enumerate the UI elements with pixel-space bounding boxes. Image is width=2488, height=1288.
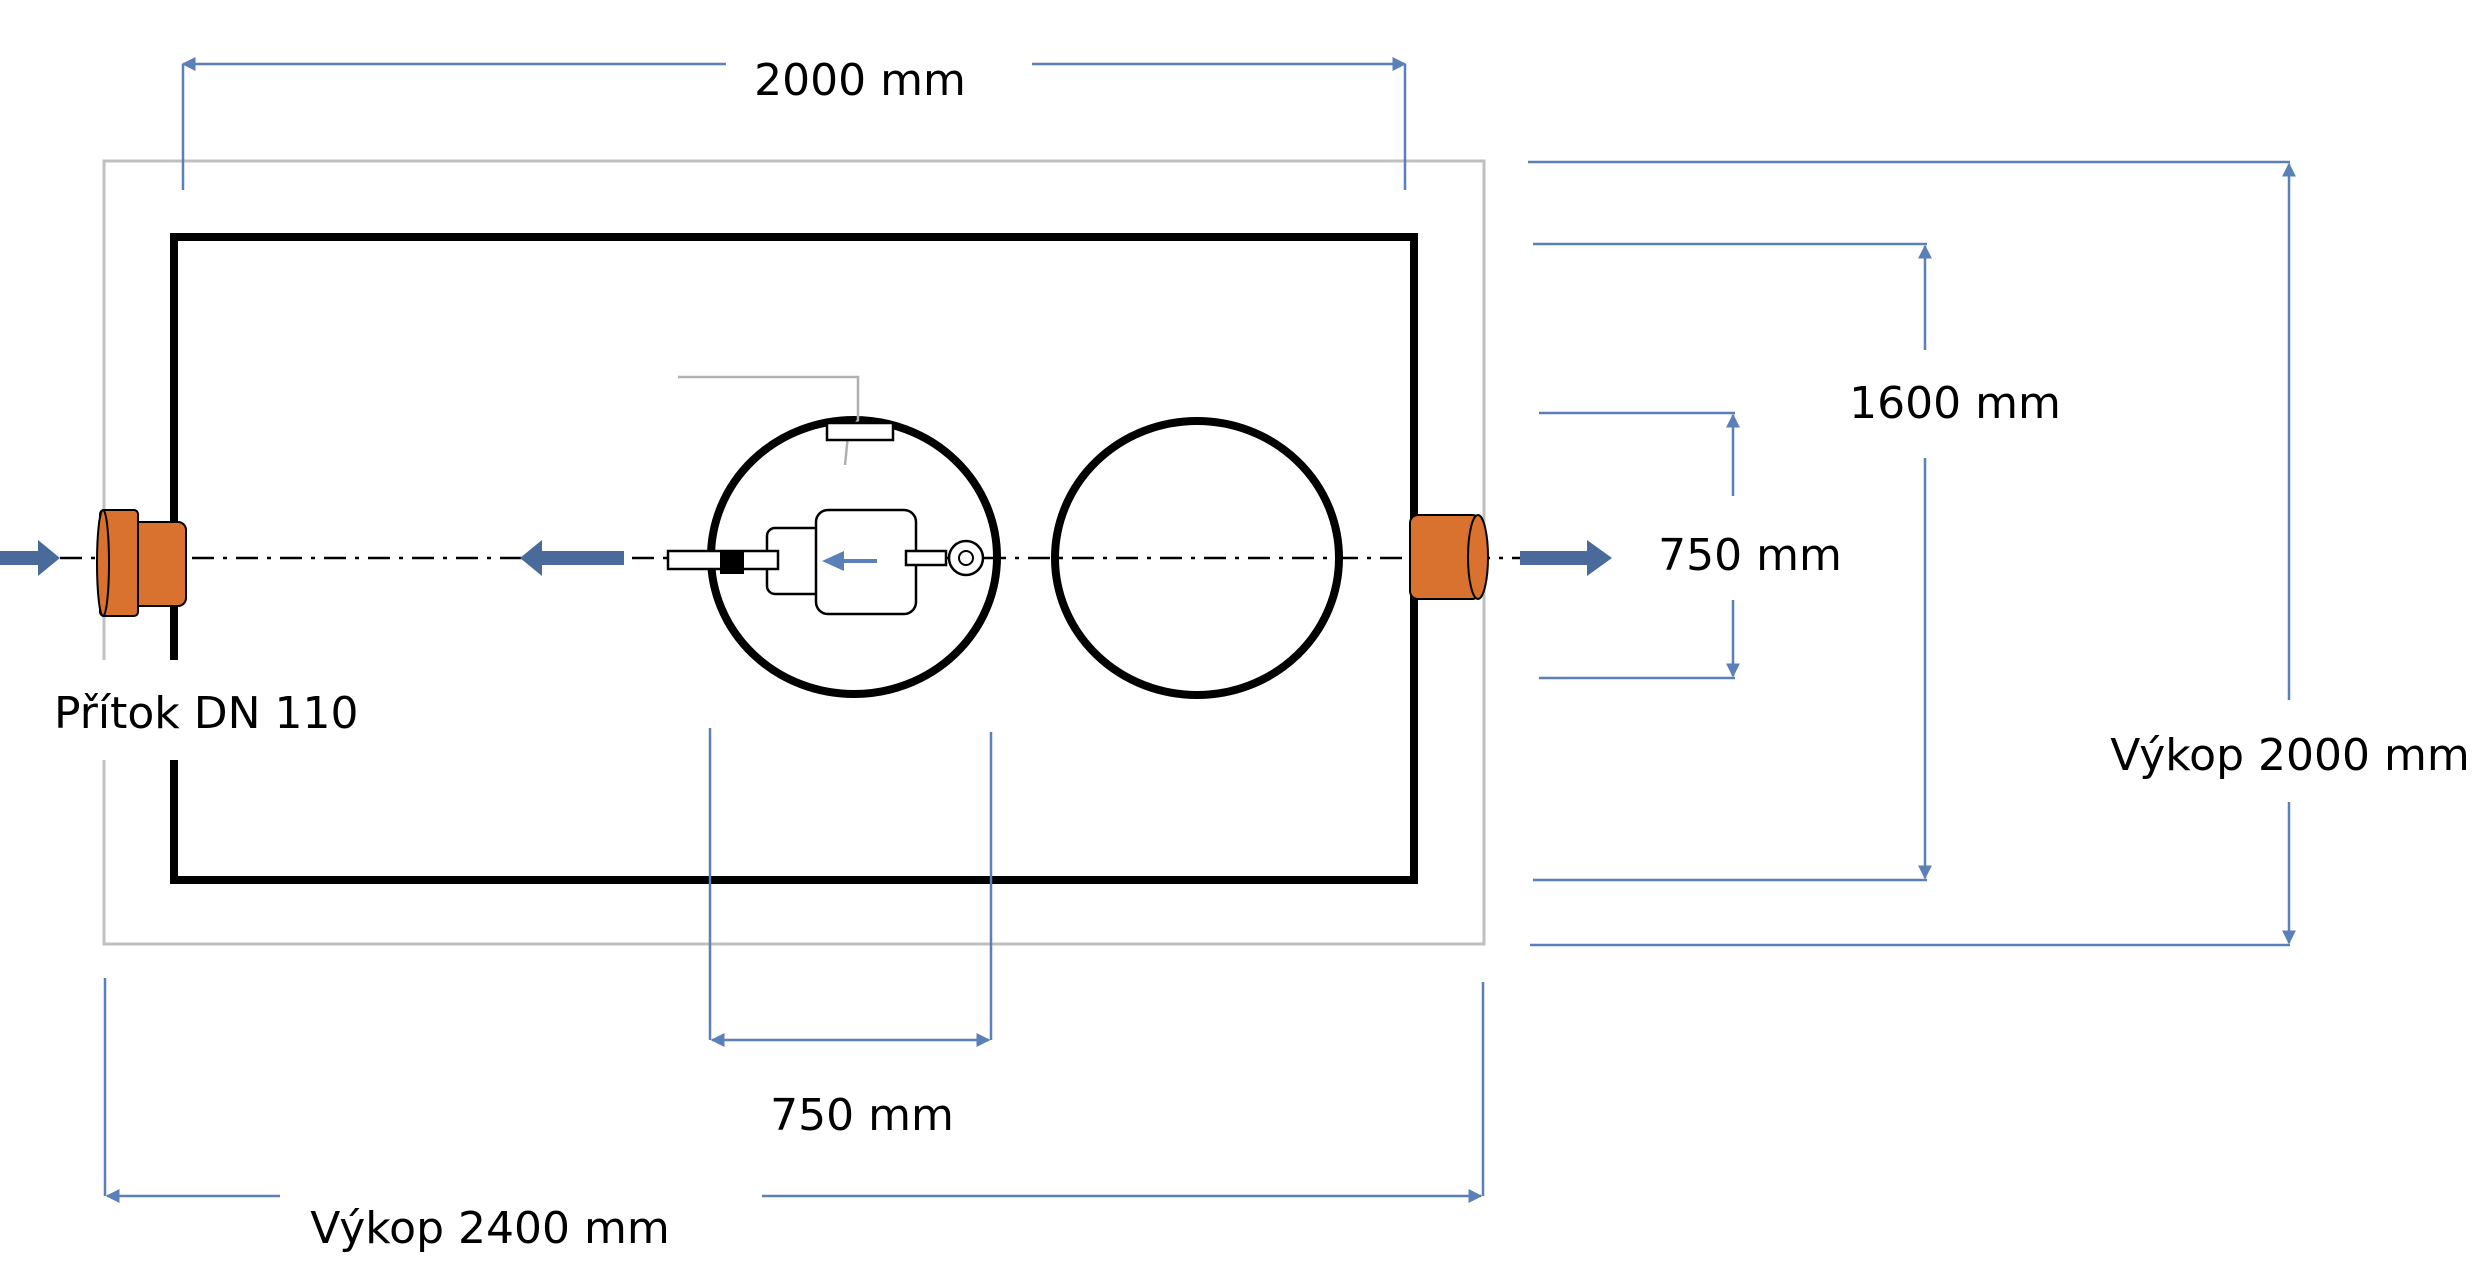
- outflow-arrow-icon: [1520, 540, 1612, 576]
- cable-clamp: [825, 421, 895, 442]
- top-width-label: 2000 mm: [754, 55, 966, 106]
- outlet-pipe-rim: [1467, 514, 1489, 600]
- float-switch-center: [958, 550, 974, 566]
- outlet-valve: [720, 550, 744, 574]
- inlet-label: Přítok DN 110: [54, 688, 358, 739]
- inflow-arrow-icon: [0, 540, 60, 576]
- inlet-pipe-stub: [904, 549, 948, 567]
- tank-height-label: 1600 mm: [1849, 378, 2061, 429]
- inner-height-label: 750 mm: [1658, 530, 1842, 581]
- cable-line: [678, 375, 860, 466]
- internal-flow-arrow-head: [822, 551, 844, 571]
- inner-width-label: 750 mm: [770, 1090, 954, 1141]
- chamber-right: [1051, 417, 1343, 699]
- excavation-height-label: Výkop 2000 mm: [2110, 730, 2469, 781]
- inlet-pipe-rim: [96, 509, 110, 617]
- inlet-label-gap: [100, 660, 180, 760]
- excavation-width-label: Výkop 2400 mm: [310, 1203, 669, 1254]
- internal-outflow-arrow-icon: [520, 540, 624, 576]
